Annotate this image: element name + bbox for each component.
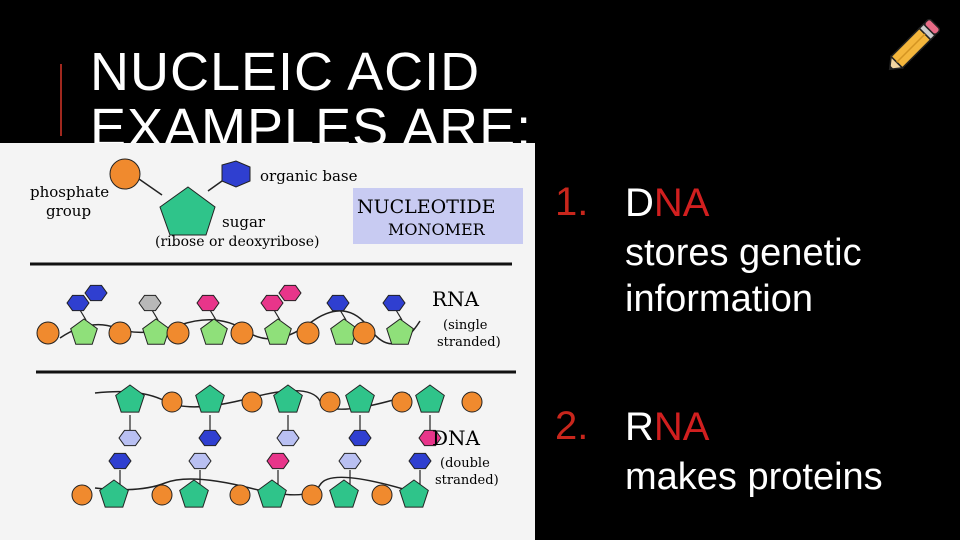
base-hexagon (109, 453, 131, 468)
label-monomer: MONOMER (388, 220, 486, 239)
sugar-pentagon (143, 319, 170, 344)
base-hexagon (261, 295, 283, 310)
term-initial: R (625, 405, 654, 449)
base-hexagon (189, 453, 211, 468)
phosphate-circle (302, 485, 322, 505)
label-rna: RNA (432, 287, 480, 311)
label-dna: DNA (432, 426, 481, 450)
phosphate-circle (37, 322, 59, 344)
phosphate-circle (109, 322, 131, 344)
phosphate-circle (372, 485, 392, 505)
phosphate-circle (110, 159, 140, 189)
base-hexagon (85, 285, 107, 300)
label-phosphate: phosphate (30, 183, 109, 201)
sugar-pentagon (346, 385, 375, 412)
label-rna-note-1: (single (443, 318, 488, 333)
sugar-pentagon (400, 480, 429, 507)
sugar-pentagon (416, 385, 445, 412)
phosphate-circle (230, 485, 250, 505)
base-hexagon (279, 285, 301, 300)
phosphate-circle (72, 485, 92, 505)
sugar-pentagon (258, 480, 287, 507)
base-hexagon (67, 295, 89, 310)
phosphate-circle (162, 392, 182, 412)
nucleic-acid-diagram: phosphate group organic base sugar (ribo… (0, 143, 535, 540)
phosphate-circle (167, 322, 189, 344)
phosphate-circle (392, 392, 412, 412)
base-hexagon (339, 453, 361, 468)
sugar-pentagon (196, 385, 225, 412)
phosphate-circle (231, 322, 253, 344)
sugar-pentagon (265, 319, 292, 344)
base-hexagon (222, 161, 250, 187)
label-nucleotide: NUCLEOTIDE (357, 196, 496, 218)
term-initial: D (625, 181, 654, 225)
slide-title: NUCLEIC ACID EXAMPLES ARE: (90, 44, 610, 156)
base-hexagon (119, 430, 141, 445)
phosphate-circle (297, 322, 319, 344)
label-dna-note-1: (double (440, 456, 490, 471)
label-rna-note-2: stranded) (437, 335, 501, 350)
sugar-pentagon (201, 319, 228, 344)
base-hexagon (267, 453, 289, 468)
base-hexagon (383, 295, 405, 310)
sugar-pentagon (71, 319, 98, 344)
list-term: DNA (625, 180, 709, 226)
list-description: stores genetic information (625, 230, 955, 322)
label-sugar: sugar (222, 213, 266, 231)
base-hexagon (197, 295, 219, 310)
label-dna-note-2: stranded) (435, 473, 499, 488)
list-description: makes proteins (625, 454, 955, 500)
label-sugar-note: (ribose or deoxyribose) (155, 234, 320, 250)
label-organic-base: organic base (260, 167, 358, 185)
base-hexagon (277, 430, 299, 445)
pencil-icon (880, 14, 946, 78)
base-hexagon (409, 453, 431, 468)
phosphate-circle (242, 392, 262, 412)
term-rest: NA (654, 181, 710, 225)
list-number: 2. (555, 404, 588, 449)
phosphate-circle (320, 392, 340, 412)
phosphate-circle (462, 392, 482, 412)
term-rest: NA (654, 405, 710, 449)
title-accent-line (60, 64, 62, 136)
sugar-pentagon (180, 480, 209, 507)
base-hexagon (139, 295, 161, 310)
base-hexagon (349, 430, 371, 445)
sugar-pentagon (330, 480, 359, 507)
sugar-pentagon (100, 480, 129, 507)
title-line-1: NUCLEIC ACID (90, 44, 610, 100)
label-group: group (46, 202, 91, 220)
sugar-pentagon (387, 319, 414, 344)
base-hexagon (327, 295, 349, 310)
phosphate-circle (353, 322, 375, 344)
phosphate-circle (152, 485, 172, 505)
sugar-pentagon (274, 385, 303, 412)
list-term: RNA (625, 404, 709, 450)
list-number: 1. (555, 180, 588, 225)
sugar-pentagon (116, 385, 145, 412)
base-hexagon (199, 430, 221, 445)
sugar-pentagon (160, 187, 215, 235)
